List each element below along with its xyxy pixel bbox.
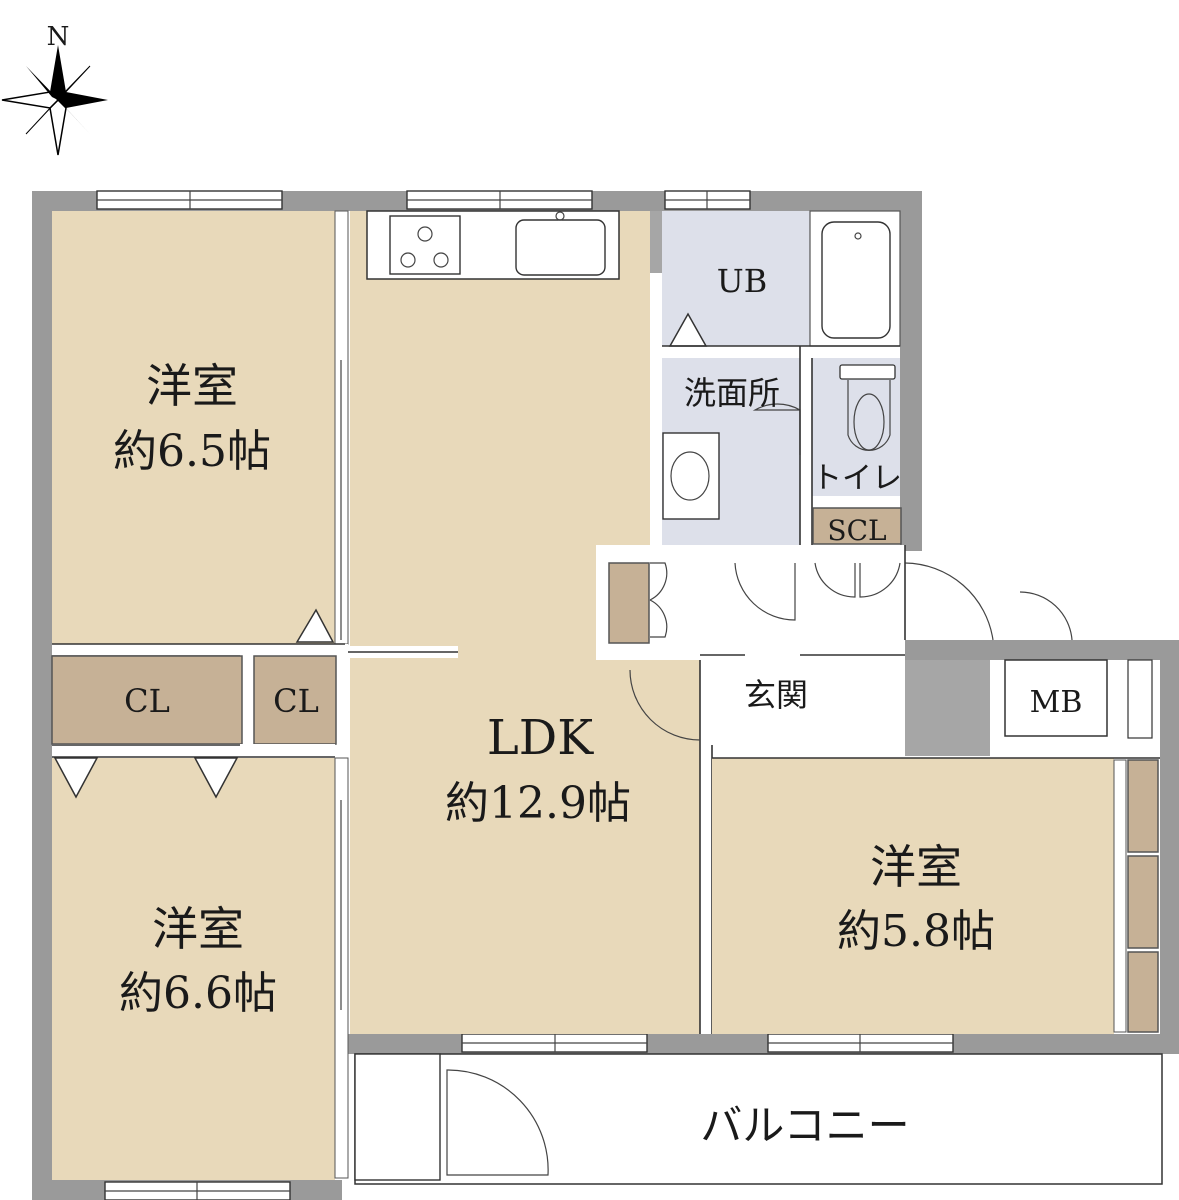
label-closet-left: CL bbox=[124, 682, 170, 720]
bathtub-icon bbox=[821, 221, 891, 339]
compass-rose-icon bbox=[1, 45, 108, 156]
label-entrance: 玄関 bbox=[744, 676, 808, 714]
kitchen-sink-icon bbox=[515, 219, 606, 276]
closet-right bbox=[253, 655, 337, 745]
room-toilet-floor bbox=[812, 358, 900, 496]
closet-left bbox=[51, 655, 243, 745]
label-western-sw: 洋室 約6.6帖 bbox=[119, 902, 277, 1019]
label-western-se-name: 洋室 bbox=[870, 840, 962, 894]
label-ldk: LDK 約12.9帖 bbox=[445, 710, 631, 829]
label-shoe-closet: SCL bbox=[827, 514, 886, 547]
label-western-nw-size: 約6.5帖 bbox=[113, 426, 271, 477]
label-western-se-size: 約5.8帖 bbox=[837, 906, 995, 957]
door-swing-marker-icon bbox=[53, 757, 99, 799]
label-toilet: トイレ bbox=[812, 461, 902, 496]
room-western-nw-floor bbox=[52, 211, 335, 644]
label-washroom: 洗面所 bbox=[684, 374, 780, 412]
label-western-sw-name: 洋室 bbox=[152, 902, 244, 956]
door-swing-marker-icon bbox=[295, 608, 335, 643]
meter-box bbox=[1004, 659, 1108, 737]
shoe-closet bbox=[812, 507, 902, 545]
label-ldk-name: LDK bbox=[487, 710, 594, 766]
stove-icon bbox=[389, 215, 461, 275]
label-balcony: バルコニー bbox=[700, 1101, 909, 1150]
room-western-se-floor bbox=[712, 758, 1114, 1034]
label-bath: UB bbox=[717, 262, 767, 300]
room-western-sw-floor bbox=[52, 758, 335, 1180]
washbasin-icon bbox=[662, 432, 720, 520]
label-meter-box: MB bbox=[1030, 685, 1083, 720]
toilet-icon bbox=[853, 393, 885, 451]
label-ldk-size: 約12.9帖 bbox=[445, 778, 631, 829]
door-swing-marker-icon bbox=[193, 757, 239, 799]
label-western-nw: 洋室 約6.5帖 bbox=[113, 359, 271, 477]
label-western-sw-size: 約6.6帖 bbox=[119, 968, 277, 1019]
label-western-nw-name: 洋室 bbox=[146, 359, 238, 413]
compass-north-label: N bbox=[47, 22, 70, 52]
label-western-se: 洋室 約5.8帖 bbox=[837, 840, 995, 957]
label-closet-right: CL bbox=[273, 682, 319, 720]
